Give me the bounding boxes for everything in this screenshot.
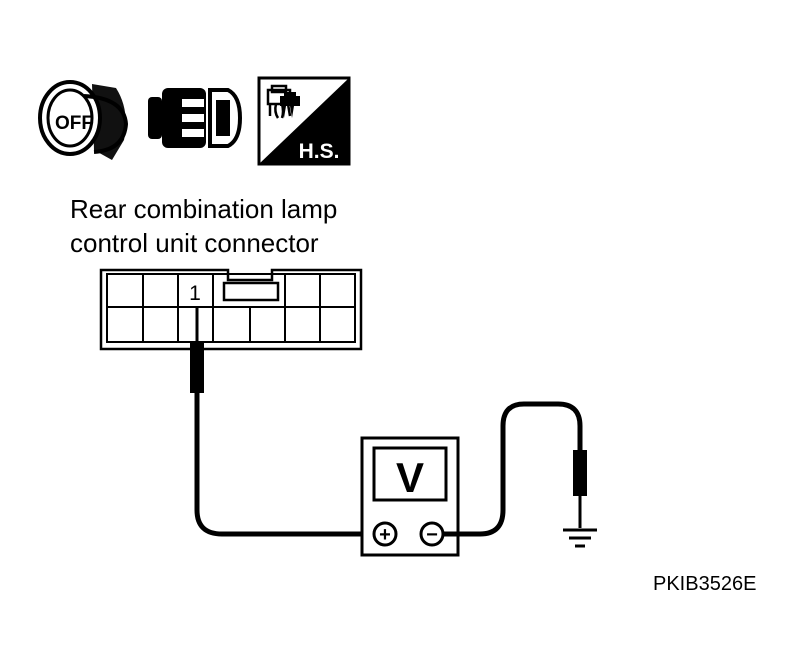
harness-side-label: H.S.: [299, 140, 340, 163]
terminal-1-label: 1: [189, 282, 201, 305]
connector-caption-line2: control unit connector: [70, 228, 319, 258]
connector-caption-line1: Rear combination lamp: [70, 194, 337, 224]
voltmeter-display: V: [396, 454, 424, 501]
positive-terminal: [372, 521, 398, 547]
harness-side-icon: H.S.: [257, 76, 351, 166]
negative-terminal-symbol: −: [426, 524, 438, 546]
disconnect-connector-icon: [148, 88, 243, 148]
connector-body: [99, 268, 363, 351]
positive-probe: [190, 307, 374, 537]
ground-icon: [563, 528, 597, 548]
negative-probe: [443, 401, 587, 537]
ignition-off-label: OFF: [55, 113, 93, 134]
positive-terminal-symbol: +: [379, 524, 391, 546]
voltmeter: V + −: [360, 436, 460, 557]
figure-code: PKIB3526E: [653, 573, 756, 595]
ignition-key-off-icon: OFF: [38, 80, 129, 160]
